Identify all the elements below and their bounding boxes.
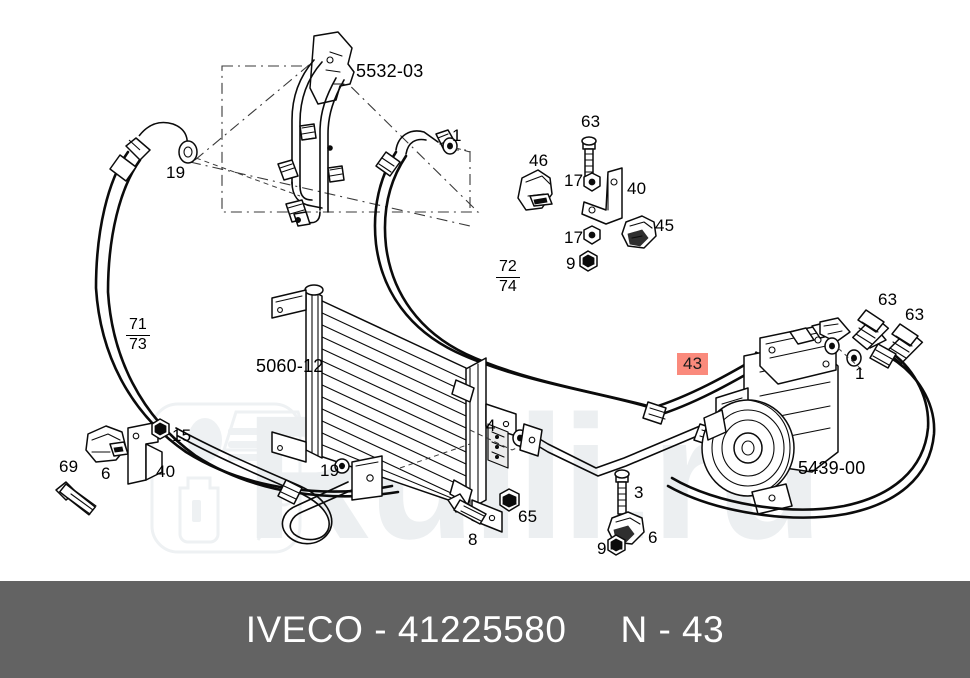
diagram-line-art: .ln { fill:none; stroke:#0b0b0b; stroke-…	[55, 31, 936, 556]
callout-71-73: 71 73	[126, 316, 150, 354]
callout-71-73-numerator: 71	[126, 316, 150, 336]
callout-71-73-denominator: 73	[129, 335, 147, 353]
callout-1-right: 1	[855, 364, 865, 383]
callout-6-right: 6	[648, 528, 658, 547]
callout-65: 65	[518, 507, 538, 526]
section-code-caption: N - 43	[620, 608, 725, 650]
callout-9-lower: 9	[597, 539, 607, 558]
callout-19-top-left: 19	[166, 163, 186, 182]
callout-63-top: 63	[581, 112, 601, 131]
callout-72-74-denominator: 74	[499, 277, 517, 295]
caption-bar: IVECO - 41225580 N - 43	[0, 581, 970, 678]
callout-8: 8	[468, 530, 478, 549]
part-number-caption: IVECO - 41225580	[245, 608, 567, 650]
callout-9-upper: 9	[566, 254, 576, 273]
callout-1-top: 1	[452, 126, 462, 145]
callout-40-bracket: 40	[627, 179, 647, 198]
assembly-label-5439-00: 5439-00	[798, 458, 866, 478]
callout-46: 46	[529, 151, 549, 170]
callout-72-74: 72 74	[496, 258, 520, 296]
callout-40-left: 40	[156, 462, 176, 481]
callout-45: 45	[655, 216, 675, 235]
exploded-parts-diagram: Rulli.ru .ln { fill:none; stroke:#0b0b0b…	[55, 31, 936, 576]
assembly-label-5532-03: 5532-03	[356, 61, 424, 81]
callout-17-lower: 17	[564, 228, 584, 247]
callout-4-condenser: 4	[486, 416, 496, 435]
callout-15: 15	[172, 426, 192, 445]
assembly-label-5060-12: 5060-12	[256, 356, 324, 376]
callout-3: 3	[634, 483, 644, 502]
callout-19-bottom: 19	[320, 461, 340, 480]
callout-17-upper: 17	[564, 171, 584, 190]
callout-63-right-a: 63	[878, 290, 898, 309]
callout-43-highlight: 43	[677, 353, 709, 375]
callout-69: 69	[59, 457, 79, 476]
callout-6-left: 6	[101, 464, 111, 483]
callout-63-right-b: 63	[905, 305, 925, 324]
callout-72-74-numerator: 72	[496, 258, 520, 278]
